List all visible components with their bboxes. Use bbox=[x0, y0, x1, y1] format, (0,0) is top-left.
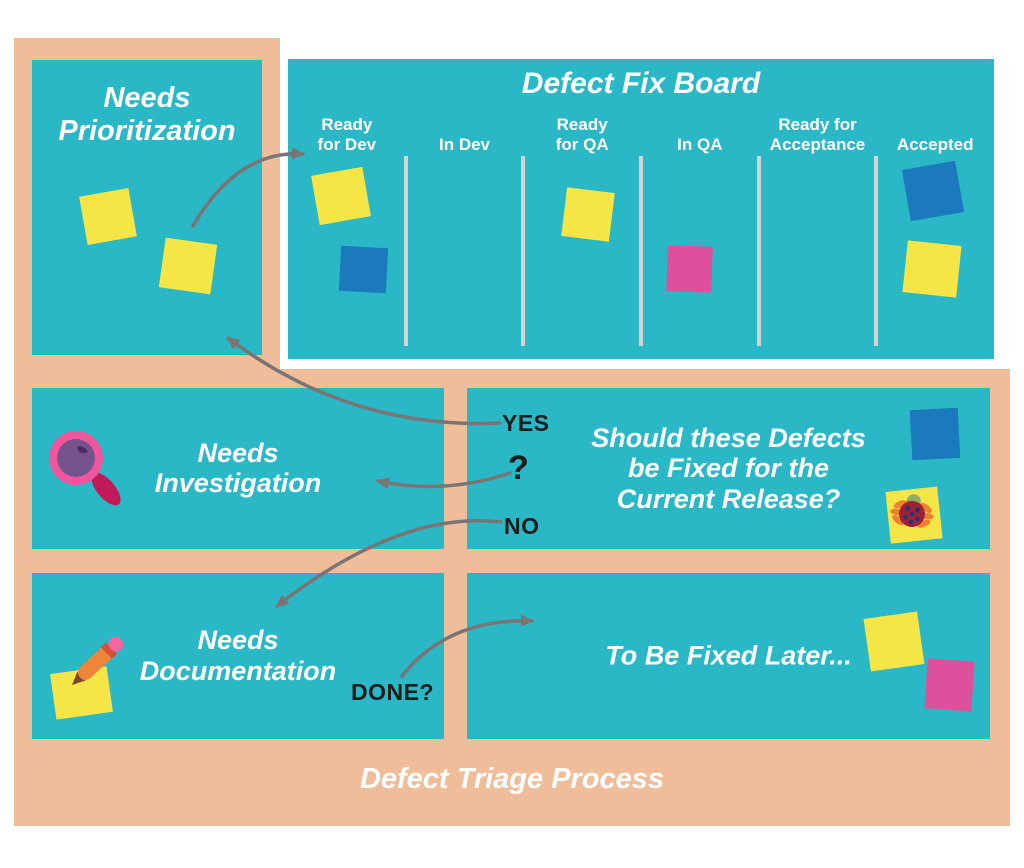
poster-title: Defect Triage Process bbox=[359, 763, 665, 795]
board-column-headers: Ready for Dev In Dev Ready for QA In QA … bbox=[288, 103, 994, 155]
sticky-note-blue bbox=[901, 160, 965, 222]
sticky-note-pink bbox=[666, 245, 713, 293]
done-label: DONE? bbox=[351, 679, 434, 705]
column-divider bbox=[404, 156, 408, 346]
magnifying-glass-icon bbox=[49, 431, 121, 506]
panel-needs-prioritization: Needs Prioritization bbox=[32, 60, 262, 355]
column-in-qa: In QA bbox=[677, 134, 723, 154]
sticky-note-yellow bbox=[311, 166, 371, 226]
sticky-note-yellow bbox=[902, 240, 962, 298]
sticky-note-yellow bbox=[561, 187, 615, 242]
pencil-icon bbox=[50, 636, 124, 720]
sticky-note-blue bbox=[338, 245, 389, 294]
column-ready-for-acceptance: Ready for Acceptance bbox=[769, 114, 866, 154]
needs-documentation-label: Needs Documentation bbox=[139, 625, 337, 686]
bug-icon bbox=[885, 486, 943, 544]
column-accepted: Accepted bbox=[896, 134, 974, 154]
column-ready-for-dev: Ready for Dev bbox=[317, 114, 377, 154]
yes-label: YES bbox=[502, 410, 550, 436]
sticky-note-yellow bbox=[79, 188, 137, 245]
fix-decision-question-label: Should these Defects be Fixed for the Cu… bbox=[591, 422, 866, 514]
column-divider bbox=[521, 156, 525, 346]
question-mark-label: ? bbox=[508, 449, 530, 487]
panel-fix-decision-question: Should these Defects be Fixed for the Cu… bbox=[467, 388, 990, 549]
sticky-note-yellow bbox=[158, 237, 218, 295]
board-title: Defect Fix Board bbox=[521, 67, 761, 100]
column-divider bbox=[639, 156, 643, 346]
sticky-note-pink bbox=[924, 658, 975, 712]
panel-defect-fix-board: Defect Fix Board Ready for Dev In Dev Re… bbox=[288, 59, 994, 359]
column-divider bbox=[757, 156, 761, 346]
column-ready-for-qa: Ready for QA bbox=[555, 114, 609, 154]
to-be-fixed-later-label: To Be Fixed Later... bbox=[605, 640, 852, 671]
sticky-note-blue bbox=[909, 407, 961, 461]
no-label: NO bbox=[504, 513, 540, 539]
needs-prioritization-label: Needs Prioritization bbox=[58, 82, 236, 148]
column-divider bbox=[874, 156, 878, 346]
column-in-dev: In Dev bbox=[438, 134, 491, 154]
sticky-note-yellow bbox=[863, 611, 925, 672]
needs-investigation-label: Needs Investigation bbox=[154, 437, 322, 499]
